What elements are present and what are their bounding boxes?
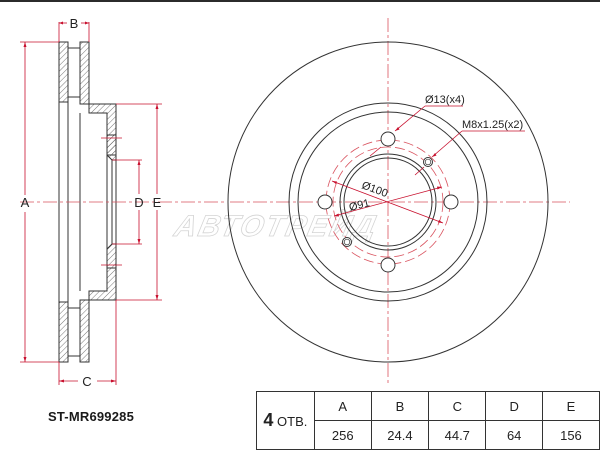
bolt-hole-callout: Ø13(x4)	[369, 94, 465, 157]
header-a: A	[313, 391, 372, 421]
svg-text:Ø13(x4): Ø13(x4)	[425, 94, 465, 106]
spec-table: 4 ОТВ. A B C D E 256 24.4 44.7 64 156	[256, 391, 600, 450]
value-e: 156	[541, 420, 600, 450]
holes-count: 4	[263, 410, 274, 430]
spec-value-row: 256 24.4 44.7 64 156	[257, 420, 600, 450]
dimension-d: D	[112, 159, 144, 245]
header-e: E	[541, 391, 600, 421]
threaded-holes	[342, 157, 433, 247]
svg-text:A: A	[21, 195, 30, 210]
header-d: D	[485, 391, 543, 421]
value-d: 64	[485, 420, 543, 450]
part-number: ST-MR699285	[48, 409, 135, 424]
dimension-b: B	[58, 16, 90, 42]
bolt-holes	[317, 131, 459, 273]
value-b: 24.4	[370, 420, 430, 450]
spec-header-row: 4 ОТВ. A B C D E	[256, 391, 600, 450]
value-a: 256	[313, 420, 372, 450]
holes-label: ОТВ.	[277, 414, 308, 429]
dimension-e: E	[116, 103, 162, 301]
front-view: Ø100 Ø91 Ø13(x4) M8x1.25(x2)	[227, 18, 570, 385]
bore-label: Ø91	[348, 197, 371, 214]
holes-cell: 4 ОТВ.	[256, 391, 315, 450]
header-b: B	[370, 391, 430, 421]
value-c: 44.7	[428, 420, 487, 450]
svg-text:B: B	[70, 16, 79, 31]
thread-callout: M8x1.25(x2)	[414, 119, 525, 176]
header-c: C	[428, 391, 487, 421]
side-view: B A C D	[20, 16, 225, 389]
svg-text:M8x1.25(x2): M8x1.25(x2)	[462, 119, 523, 131]
dimension-c: C	[58, 300, 117, 389]
svg-text:E: E	[153, 195, 162, 210]
svg-text:C: C	[82, 374, 91, 389]
svg-text:D: D	[134, 195, 143, 210]
top-border	[0, 0, 600, 2]
dimension-a: A	[20, 41, 59, 363]
